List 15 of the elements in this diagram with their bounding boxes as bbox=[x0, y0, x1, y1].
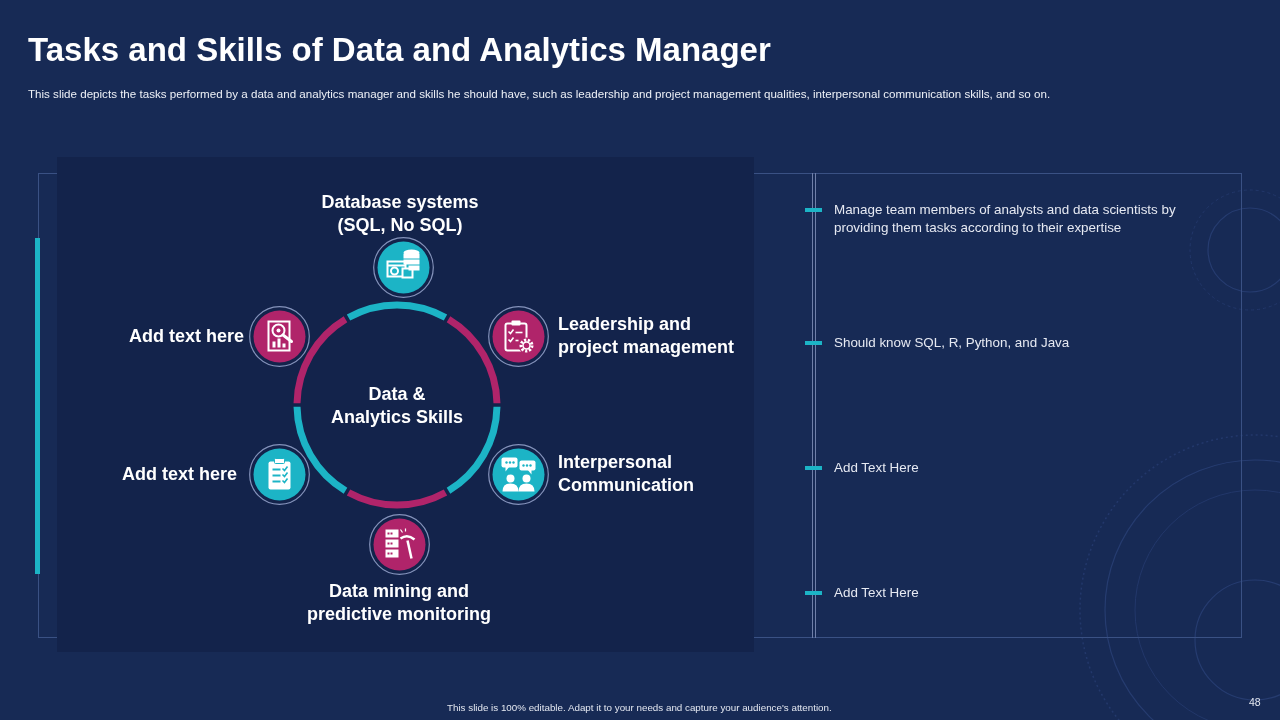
bullet-text: Add Text Here bbox=[834, 459, 920, 477]
footer-note: This slide is 100% editable. Adapt it to your needs and capture your audience's attention. bbox=[447, 701, 833, 714]
slide-title: Tasks and Skills of Data and Analytics Manager bbox=[28, 30, 771, 70]
bullet-text: Manage team members of analysts and data scientists by providing them tasks according to their expertise bbox=[834, 201, 1177, 237]
bullet-text: Should know SQL, R, Python, and Java bbox=[834, 334, 1071, 352]
bullet-text: Add Text Here bbox=[834, 584, 920, 602]
skill-label: Database systems (SQL, No SQL) bbox=[320, 191, 480, 237]
skill-label: Add text here bbox=[127, 324, 244, 348]
hub-label: Data & Analytics Skills bbox=[330, 383, 464, 429]
skill-label: Add text here bbox=[120, 462, 237, 486]
slide-subtitle: This slide depicts the tasks performed by a data and analytics manager and skills he should have, such as leadership and project management qualities, interpersonal communication skills, and so on. bbox=[28, 86, 1051, 101]
page-number: 48 bbox=[1249, 696, 1261, 709]
skill-label: Data mining and predictive monitoring bbox=[306, 580, 492, 626]
skill-label: Interpersonal Communication bbox=[558, 451, 695, 497]
skill-label: Leadership and project management bbox=[558, 313, 736, 359]
